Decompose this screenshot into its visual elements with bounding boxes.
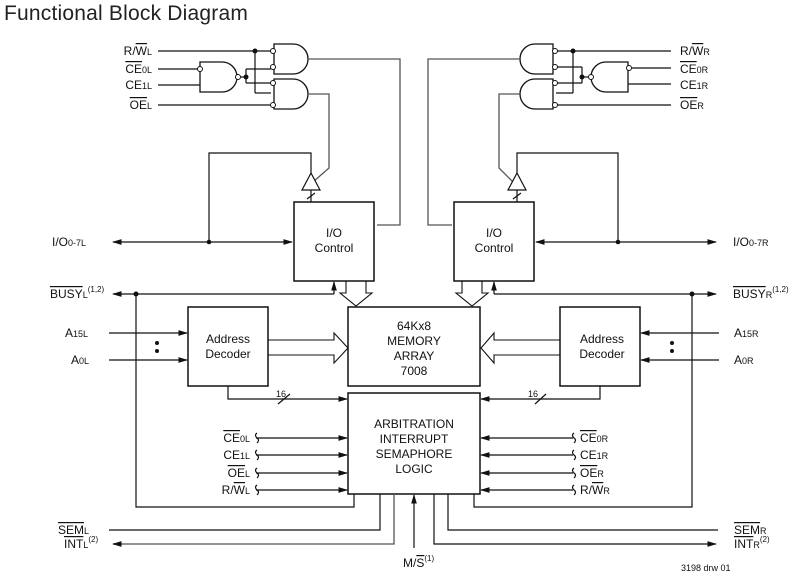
label-int-right: INTR(2) xyxy=(734,535,770,551)
tristate-buffer-right xyxy=(507,171,527,191)
and-gate-left-top xyxy=(273,43,309,75)
io-control-left-line2: Control xyxy=(315,241,354,255)
label-a15-left: A15L xyxy=(65,326,88,340)
arbitration-line1: ARBITRATION xyxy=(374,417,454,431)
right-control-gates xyxy=(427,43,671,226)
address-decoder-right-line1: Address xyxy=(580,332,624,346)
diagram-title: Functional Block Diagram xyxy=(4,2,249,25)
io-memory-bus-arrows xyxy=(268,281,560,365)
label-master-slave: M/S(1) xyxy=(403,554,434,570)
memory-array-line4: 7008 xyxy=(401,364,428,378)
label-ce1-right-arb: CE1R xyxy=(580,448,609,462)
label-ce1-right-top: CE1R xyxy=(680,78,709,92)
break-symbol xyxy=(571,484,577,496)
label-ce1-left-top: CE1L xyxy=(125,78,152,92)
and-gate-right-bottom xyxy=(519,78,554,110)
label-io-left: I/O0-7L xyxy=(52,235,86,249)
label-oe-left-arb: OEL xyxy=(228,466,250,480)
nand-gate-left xyxy=(199,61,238,93)
address-decoder-left-line2: Decoder xyxy=(205,347,250,361)
label-sem-right: SEMR xyxy=(734,523,767,537)
arbitration-line4: LOGIC xyxy=(395,462,433,476)
address-lines xyxy=(109,330,719,405)
break-symbol xyxy=(571,467,577,479)
io-control-left-line1: I/O xyxy=(326,226,342,240)
address-decoder-left-line1: Address xyxy=(206,332,250,346)
label-busy-right: BUSYR(1,2) xyxy=(733,285,789,301)
drawing-id: 3198 drw 01 xyxy=(681,563,731,573)
label-ce0-left-top: CE0L xyxy=(125,62,152,76)
arbitration-inputs xyxy=(254,432,577,496)
memory-array-line1: 64Kx8 xyxy=(397,319,431,333)
io-control-right-line2: Control xyxy=(475,241,514,255)
label-rw-left-top: R/WL xyxy=(124,44,152,58)
nand-gate-right xyxy=(590,61,629,93)
address-decoder-right-line2: Decoder xyxy=(579,347,624,361)
label-a0-left: A0L xyxy=(71,353,89,367)
break-symbol xyxy=(254,432,260,444)
memory-array-line2: MEMORY xyxy=(387,334,441,348)
break-symbol xyxy=(571,432,577,444)
io-control-right-block xyxy=(453,201,535,282)
break-symbol xyxy=(254,484,260,496)
io-control-left-block xyxy=(293,201,375,282)
label-a15-right: A15R xyxy=(734,326,759,340)
signal-labels: R/WL CE0L CE1L OEL R/WR CE0R CE1R OER I/O0-7L I/O… xyxy=(50,44,789,570)
arbitration-logic-block xyxy=(347,392,481,495)
label-sem-left: SEML xyxy=(58,523,89,537)
semaphore-interrupt-lines xyxy=(109,494,718,548)
left-io-path xyxy=(112,152,355,508)
label-ce0-right-top: CE0R xyxy=(680,62,709,76)
label-int-left: INTL(2) xyxy=(64,535,98,551)
and-gate-right-top xyxy=(519,43,554,75)
label-rw-right-top: R/WR xyxy=(680,44,710,58)
bus-width-left: 16 xyxy=(276,389,286,399)
label-a0-right: A0R xyxy=(734,353,754,367)
left-control-gates xyxy=(158,43,401,226)
io-control-right-line1: I/O xyxy=(486,226,502,240)
label-ce1-left-arb: CE1L xyxy=(223,448,250,462)
label-busy-left: BUSYL(1,2) xyxy=(50,285,104,301)
right-io-path xyxy=(473,152,717,508)
memory-array-block xyxy=(347,306,481,387)
label-ce0-left-arb: CE0L xyxy=(223,431,250,445)
label-ce0-right-arb: CE0R xyxy=(580,431,609,445)
tristate-buffer-left xyxy=(301,171,321,191)
memory-array-line3: ARRAY xyxy=(394,349,434,363)
address-decoder-left-block xyxy=(187,306,269,387)
break-symbol xyxy=(254,467,260,479)
label-rw-left-arb: R/WL xyxy=(222,483,250,497)
and-gate-left-bottom xyxy=(273,78,309,110)
arbitration-line3: SEMAPHORE xyxy=(376,447,453,461)
break-symbol xyxy=(254,449,260,461)
address-decoder-right-block xyxy=(559,306,641,387)
arbitration-line2: INTERRUPT xyxy=(380,432,449,446)
bus-width-right: 16 xyxy=(528,389,538,399)
label-oe-right-arb: OER xyxy=(580,466,604,480)
label-rw-right-arb: R/WR xyxy=(580,483,610,497)
label-io-right: I/O0-7R xyxy=(733,235,769,249)
label-oe-right-top: OER xyxy=(680,98,704,112)
break-symbol xyxy=(571,449,577,461)
label-oe-left-top: OEL xyxy=(130,98,152,112)
